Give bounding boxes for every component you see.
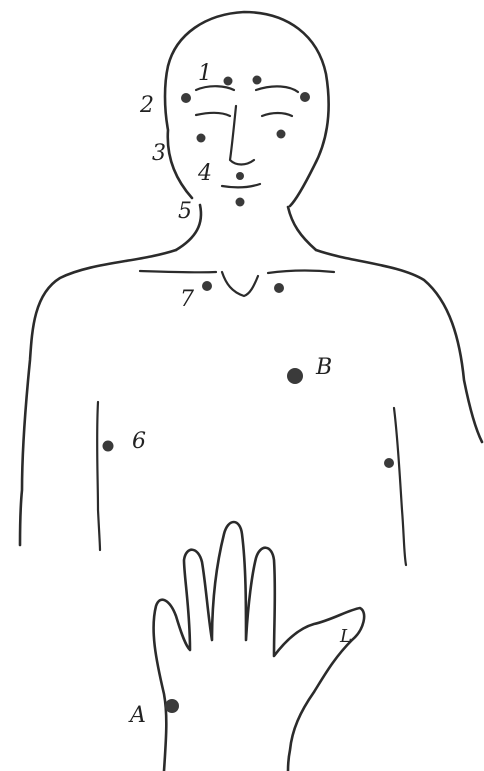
label-6: 6 bbox=[132, 429, 146, 454]
label-5: 5 bbox=[178, 199, 192, 224]
point-2-right bbox=[181, 93, 191, 103]
label-3: 3 bbox=[152, 141, 166, 166]
point-A bbox=[165, 699, 179, 713]
label-B: B bbox=[315, 355, 332, 380]
hand-outline bbox=[154, 522, 365, 771]
point-B bbox=[287, 368, 303, 384]
mouth bbox=[222, 184, 260, 187]
point-3-left bbox=[277, 130, 286, 139]
left-eyebrow bbox=[196, 86, 234, 90]
point-1-left bbox=[253, 76, 262, 85]
point-7-right bbox=[202, 281, 212, 291]
point-2-left bbox=[300, 92, 310, 102]
right-eye bbox=[262, 113, 292, 116]
point-1-right bbox=[224, 77, 233, 86]
point-3-right bbox=[197, 134, 206, 143]
point-4 bbox=[236, 172, 244, 180]
nose bbox=[230, 106, 254, 165]
label-hand-L: L bbox=[339, 626, 352, 647]
torso-right-line bbox=[394, 408, 406, 565]
right-eyebrow bbox=[256, 86, 298, 92]
neck-right bbox=[288, 207, 316, 250]
label-4: 4 bbox=[197, 161, 212, 186]
torso-left-line bbox=[97, 402, 100, 550]
point-6-right bbox=[103, 441, 114, 452]
clavicle-notch bbox=[222, 272, 258, 296]
label-A: A bbox=[128, 703, 146, 728]
left-eye bbox=[196, 113, 230, 116]
label-1: 1 bbox=[198, 61, 212, 86]
label-7: 7 bbox=[180, 287, 194, 312]
clavicle-left bbox=[140, 271, 216, 272]
clavicle-right bbox=[268, 271, 334, 273]
right-shoulder-arm bbox=[316, 250, 482, 442]
point-5 bbox=[236, 198, 245, 207]
head-outline bbox=[165, 12, 329, 206]
point-7-left bbox=[274, 283, 284, 293]
point-6-left bbox=[384, 458, 394, 468]
label-2: 2 bbox=[139, 93, 154, 118]
